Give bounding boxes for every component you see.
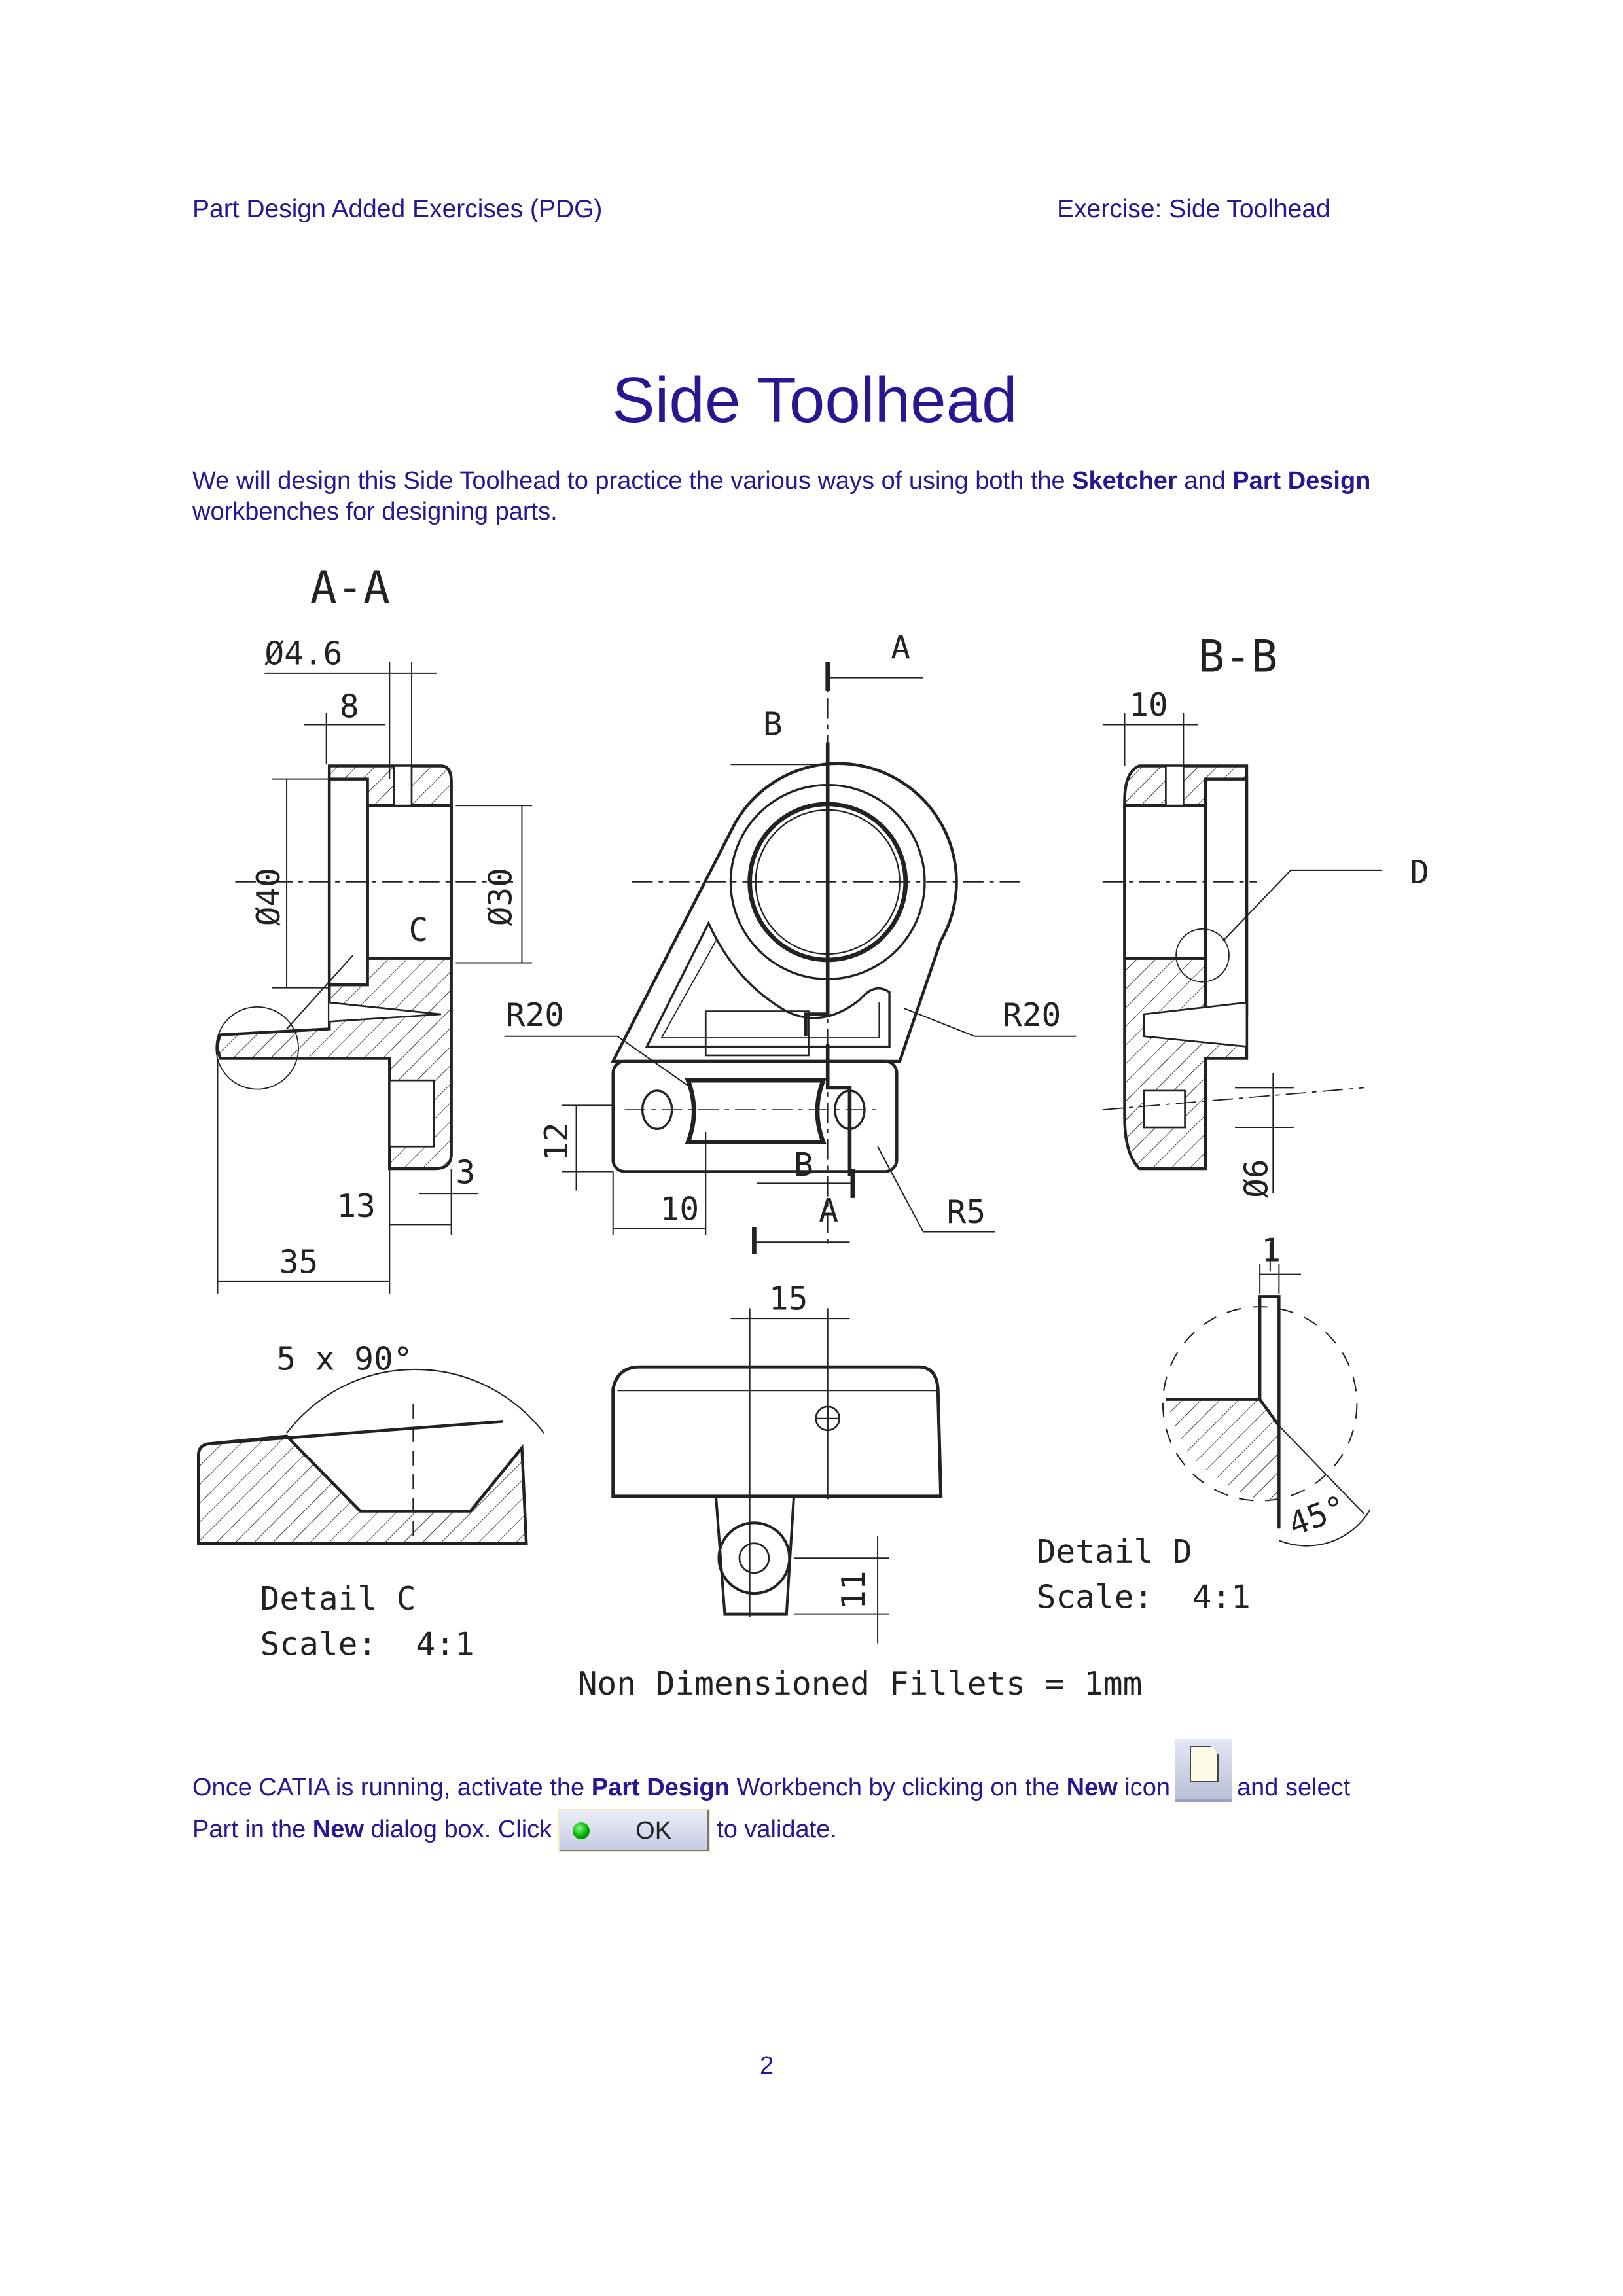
section-bb-view [1102,713,1382,1194]
intro-text: We will design this Side Toolhead to pra… [192,467,1073,495]
dim-10-bb: 10 [1129,686,1168,724]
angle-45: 45° [1283,1488,1351,1544]
page-number: 2 [760,2052,774,2079]
front-view [504,661,1077,1254]
label-c: C [408,911,428,949]
instructions-line-1: Once CATIA is running, activate the Part… [192,1739,1350,1802]
r20-left: R20 [506,996,564,1034]
dim-35: 35 [279,1243,319,1280]
dim-12: 12 [537,1122,575,1161]
detail-d-title: Detail D [1037,1532,1192,1570]
detail-d-view [1162,1242,1371,1547]
instr-text: dialog box. Click [363,1816,552,1844]
chamfer-label: 5 x 90° [276,1340,412,1378]
dim-13: 13 [336,1187,376,1225]
instr-text: icon [1117,1774,1170,1801]
dim-11: 11 [834,1570,872,1610]
intro-bold-part-design: Part Design [1232,467,1371,495]
green-light-icon [573,1822,590,1839]
dim-10-front: 10 [660,1190,700,1228]
dim-d6: Ø6 [1237,1159,1275,1198]
fillets-note: Non Dimensioned Fillets = 1mm [578,1665,1143,1703]
dim-d30: Ø30 [482,868,520,926]
dim-1: 1 [1261,1231,1281,1269]
intro-paragraph: We will design this Side Toolhead to pra… [192,466,1390,527]
section-aa-label: A-A [310,561,390,613]
instr-text: Part in the [192,1816,313,1844]
dim-8: 8 [340,687,359,725]
ok-button[interactable]: OK [558,1809,711,1852]
dim-3: 3 [455,1153,475,1191]
label-b-top: B [763,705,783,743]
label-a-top: A [891,628,910,666]
label-d: D [1410,853,1429,891]
dim-d40: Ø40 [249,868,287,926]
instr-bold-new: New [312,1816,364,1844]
instr-bold-new: New [1066,1774,1118,1801]
dim-d4-6: Ø4.6 [264,634,342,672]
detail-d-scale: Scale: 4:1 [1037,1578,1251,1616]
intro-bold-sketcher: Sketcher [1072,467,1177,495]
page-title: Side Toolhead [612,364,1018,436]
page-icon [1189,1746,1219,1782]
section-bb-label: B-B [1198,631,1278,682]
section-aa-view [215,661,533,1294]
r5: R5 [947,1193,986,1231]
header-left: Part Design Added Exercises (PDG) [192,195,603,223]
label-b-bottom: B [794,1146,813,1184]
instr-text: to validate. [717,1816,837,1844]
detail-c-view [197,1369,544,1545]
instr-text: Once CATIA is running, activate the [192,1774,592,1801]
detail-c-scale: Scale: 4:1 [260,1625,474,1663]
top-view [611,1308,943,1644]
intro-text: workbenches for designing parts. [192,498,558,525]
label-a-bottom: A [819,1192,838,1229]
intro-text: and [1177,467,1233,495]
instr-text: and select [1236,1774,1351,1801]
instructions-line-2: Part in the New dialog box. Click OK to va… [192,1809,837,1852]
instr-bold-part-design: Part Design [591,1774,730,1801]
instr-text: Workbench by clicking on the [729,1774,1067,1801]
ok-button-label: OK [635,1816,672,1845]
dim-15: 15 [769,1280,808,1318]
new-document-icon[interactable] [1175,1739,1232,1802]
r20-right: R20 [1003,996,1061,1034]
detail-c-title: Detail C [260,1580,416,1617]
header-right: Exercise: Side Toolhead [1057,195,1330,223]
